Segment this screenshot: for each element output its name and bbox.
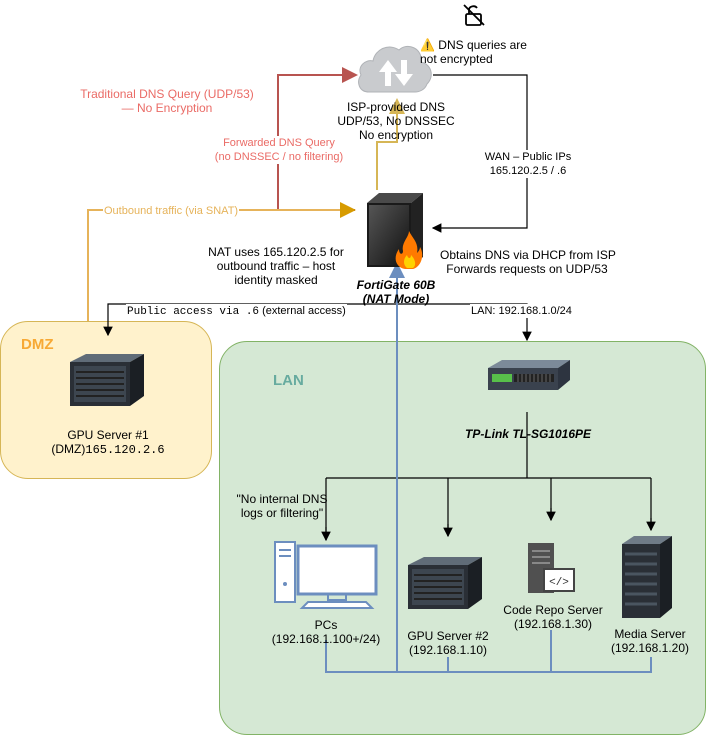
dns-warning: ⚠️ DNS queries are not encrypted <box>420 38 527 66</box>
nat-note: NAT uses 165.120.2.5 for outbound traffi… <box>208 245 344 287</box>
gpu-server-1-name: GPU Server #1 <box>67 428 149 442</box>
outbound-edge <box>87 202 356 321</box>
gpu-server-2-label: GPU Server #2 (192.168.1.10) <box>407 629 489 657</box>
traditional-dns-label: Traditional DNS Query (UDP/53) — No Encr… <box>80 87 254 115</box>
code-repo-label: Code Repo Server (192.168.1.30) <box>503 603 603 631</box>
firewall-icon <box>367 193 423 269</box>
gpu-server-1-ip-line: (DMZ)165.120.2.6 <box>46 442 170 457</box>
media-server-icon <box>622 536 672 618</box>
gpu-server-2-icon <box>408 557 482 609</box>
gpu-server-1-ip-prefix: (DMZ) <box>51 442 86 456</box>
lan-zone: LAN <box>219 341 706 735</box>
lan-dns-bus <box>325 264 652 673</box>
gpu-server-1-icon <box>70 354 144 406</box>
cloud-dns-icon <box>358 46 432 93</box>
lan-title: LAN <box>273 372 304 389</box>
public-access-label: Public access via .6 (external access) <box>126 304 347 319</box>
wan-label: WAN – Public IPs 165.120.2.5 / .6 <box>478 150 578 178</box>
firewall-name: FortiGate 60B (NAT Mode) <box>356 278 436 306</box>
pc-icon <box>274 541 378 609</box>
pcs-quote: "No internal DNS logs or filtering" <box>236 492 328 520</box>
cloud-label: ISP-provided DNS UDP/53, No DNSSEC No en… <box>337 100 455 142</box>
code-repo-server-icon: </> <box>528 543 575 593</box>
switch-icon <box>488 360 570 390</box>
unlocked-icon <box>463 4 485 26</box>
dhcp-note: Obtains DNS via DHCP from ISP Forwards r… <box>440 248 616 276</box>
public-access-mono: Public access via .6 <box>127 306 260 318</box>
gpu-server-1-ip: 165.120.2.6 <box>85 443 165 457</box>
outbound-label: Outbound traffic (via SNAT) <box>103 204 240 218</box>
switch-name: TP-Link TL-SG1016PE <box>464 427 592 441</box>
media-server-label: Media Server (192.168.1.20) <box>610 627 690 655</box>
pcs-label: PCs (192.168.1.100+/24) <box>271 618 381 646</box>
dmz-title: DMZ <box>21 336 54 353</box>
forwarded-dns-label: Forwarded DNS Query (no DNSSEC / no filt… <box>212 136 346 164</box>
forwarded-dns-edge <box>376 98 405 190</box>
lan-link-label: LAN: 192.168.1.0/24 <box>470 304 573 318</box>
public-access-rest: (external access) <box>262 305 346 317</box>
switch-tree <box>325 412 652 540</box>
svg-text:</>: </> <box>549 577 569 589</box>
